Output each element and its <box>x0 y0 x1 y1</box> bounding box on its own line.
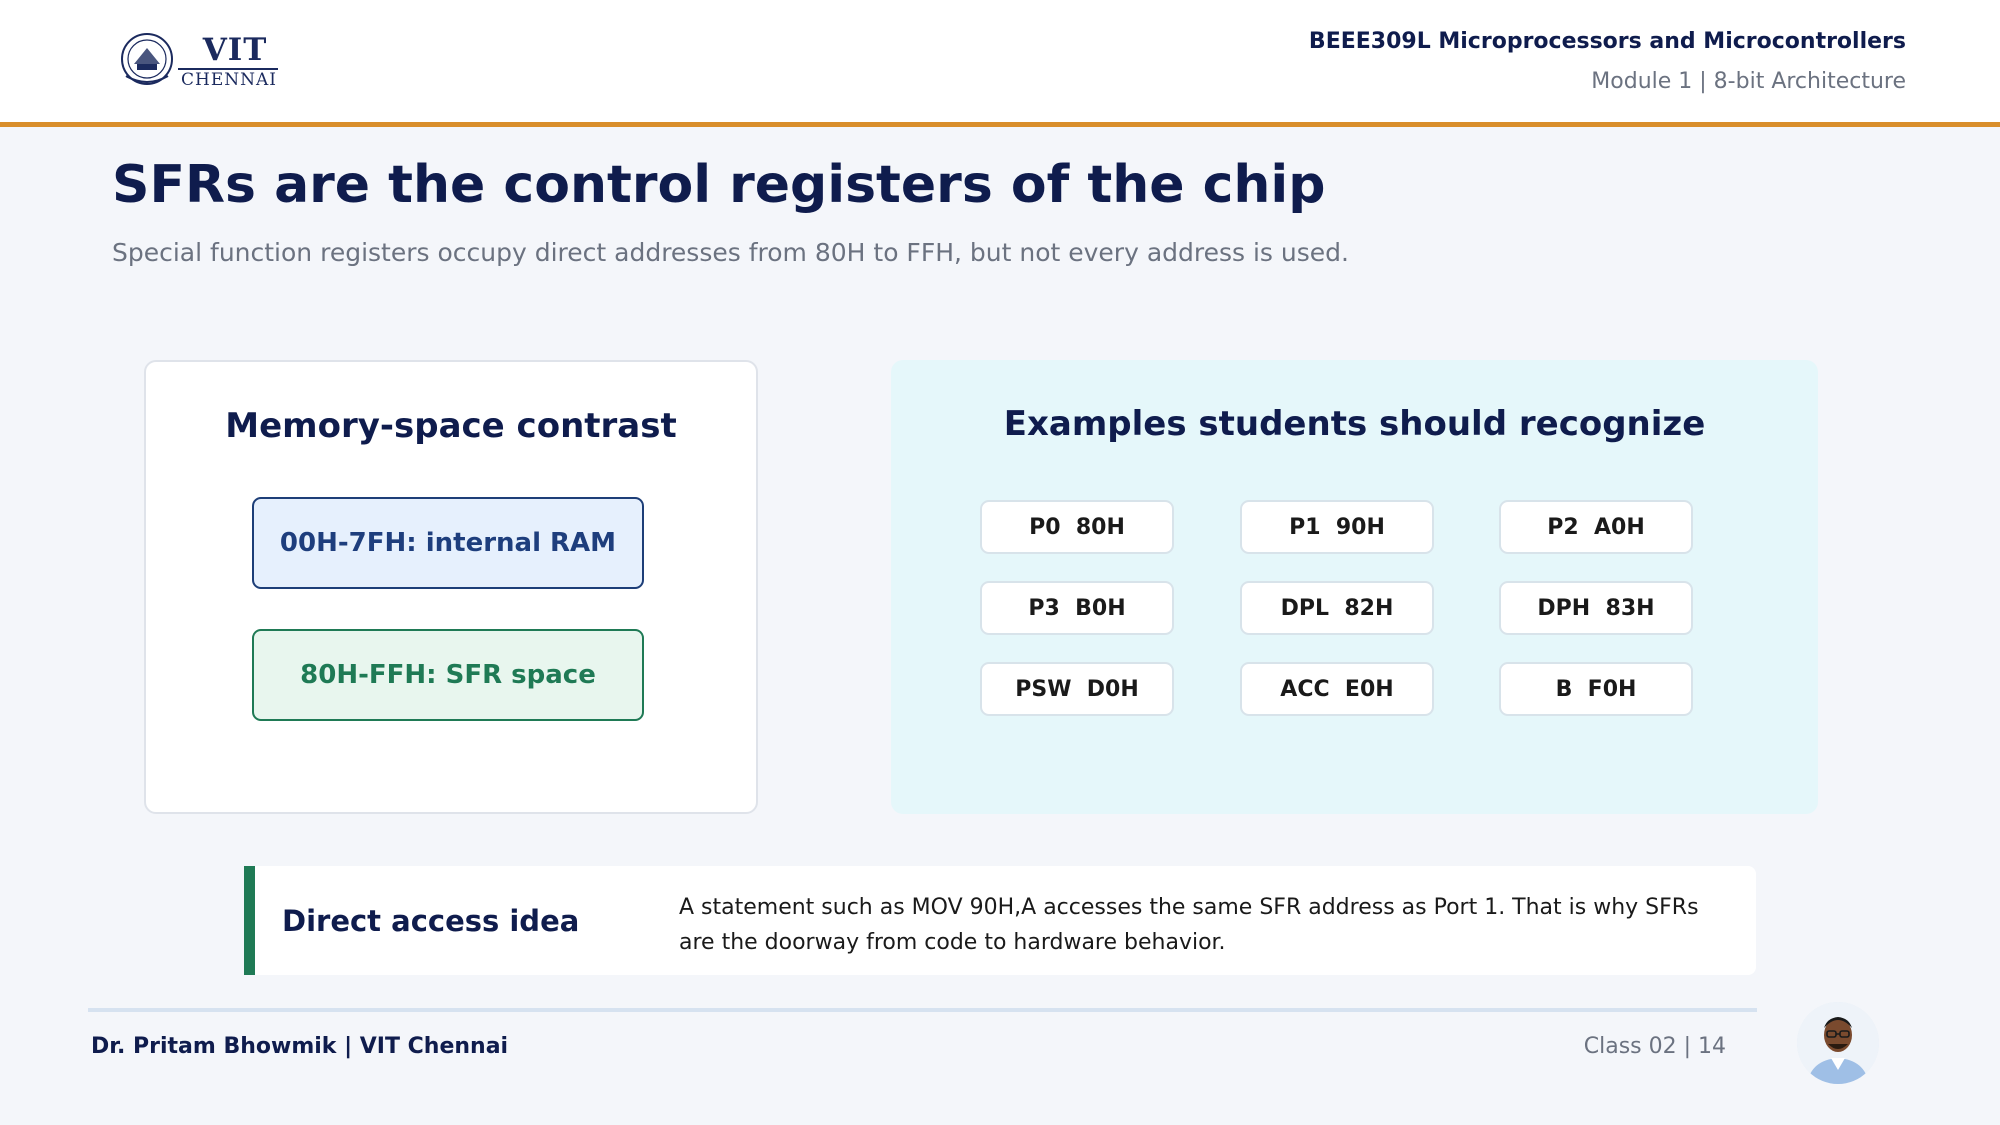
internal-ram-box: 00H-7FH: internal RAM <box>252 497 644 589</box>
footer-divider <box>88 1008 1757 1012</box>
direct-access-callout: Direct access idea A statement such as M… <box>244 866 1756 975</box>
sfr-chip-p2: P2 A0H <box>1499 500 1693 554</box>
presenter-avatar <box>1797 1002 1879 1084</box>
sfr-chip-b: B F0H <box>1499 662 1693 716</box>
memory-space-card: Memory-space contrast 00H-7FH: internal … <box>144 360 758 814</box>
module-title: Module 1 | 8-bit Architecture <box>1591 69 1906 94</box>
logo-divider <box>178 68 278 70</box>
logo-wordmark: VIT <box>202 32 268 68</box>
presenter-photo-icon <box>1797 1002 1879 1084</box>
callout-text: A statement such as MOV 90H,A accesses t… <box>679 895 1699 955</box>
slide-header: VIT CHENNAI BEEE309L Microprocessors and… <box>0 0 2000 127</box>
sfr-chip-p3: P3 B0H <box>980 581 1174 635</box>
sfr-chip-dpl: DPL 82H <box>1240 581 1434 635</box>
sfr-chip-dph: DPH 83H <box>1499 581 1693 635</box>
sfr-space-box: 80H-FFH: SFR space <box>252 629 644 721</box>
footer-slide-info: Class 02 | 14 <box>1583 1034 1726 1059</box>
sfr-chip-p0: P0 80H <box>980 500 1174 554</box>
page-title: SFRs are the control registers of the ch… <box>112 155 1326 215</box>
vit-logo: VIT CHENNAI <box>120 32 280 90</box>
sfr-chip-p1: P1 90H <box>1240 500 1434 554</box>
course-title: BEEE309L Microprocessors and Microcontro… <box>1308 29 1906 54</box>
examples-card: Examples students should recognize P0 80… <box>891 360 1818 814</box>
vit-emblem-icon <box>121 33 173 85</box>
callout-label: Direct access idea <box>282 904 580 938</box>
sfr-chip-acc: ACC E0H <box>1240 662 1434 716</box>
memory-card-heading: Memory-space contrast <box>225 406 677 446</box>
sfr-chip-psw: PSW D0H <box>980 662 1174 716</box>
callout-accent-bar <box>244 866 255 975</box>
logo-subtitle: CHENNAI <box>181 70 277 90</box>
page-subtitle: Special function registers occupy direct… <box>112 238 1349 267</box>
footer-author: Dr. Pritam Bhowmik | VIT Chennai <box>91 1034 509 1059</box>
examples-card-heading: Examples students should recognize <box>1003 404 1706 444</box>
